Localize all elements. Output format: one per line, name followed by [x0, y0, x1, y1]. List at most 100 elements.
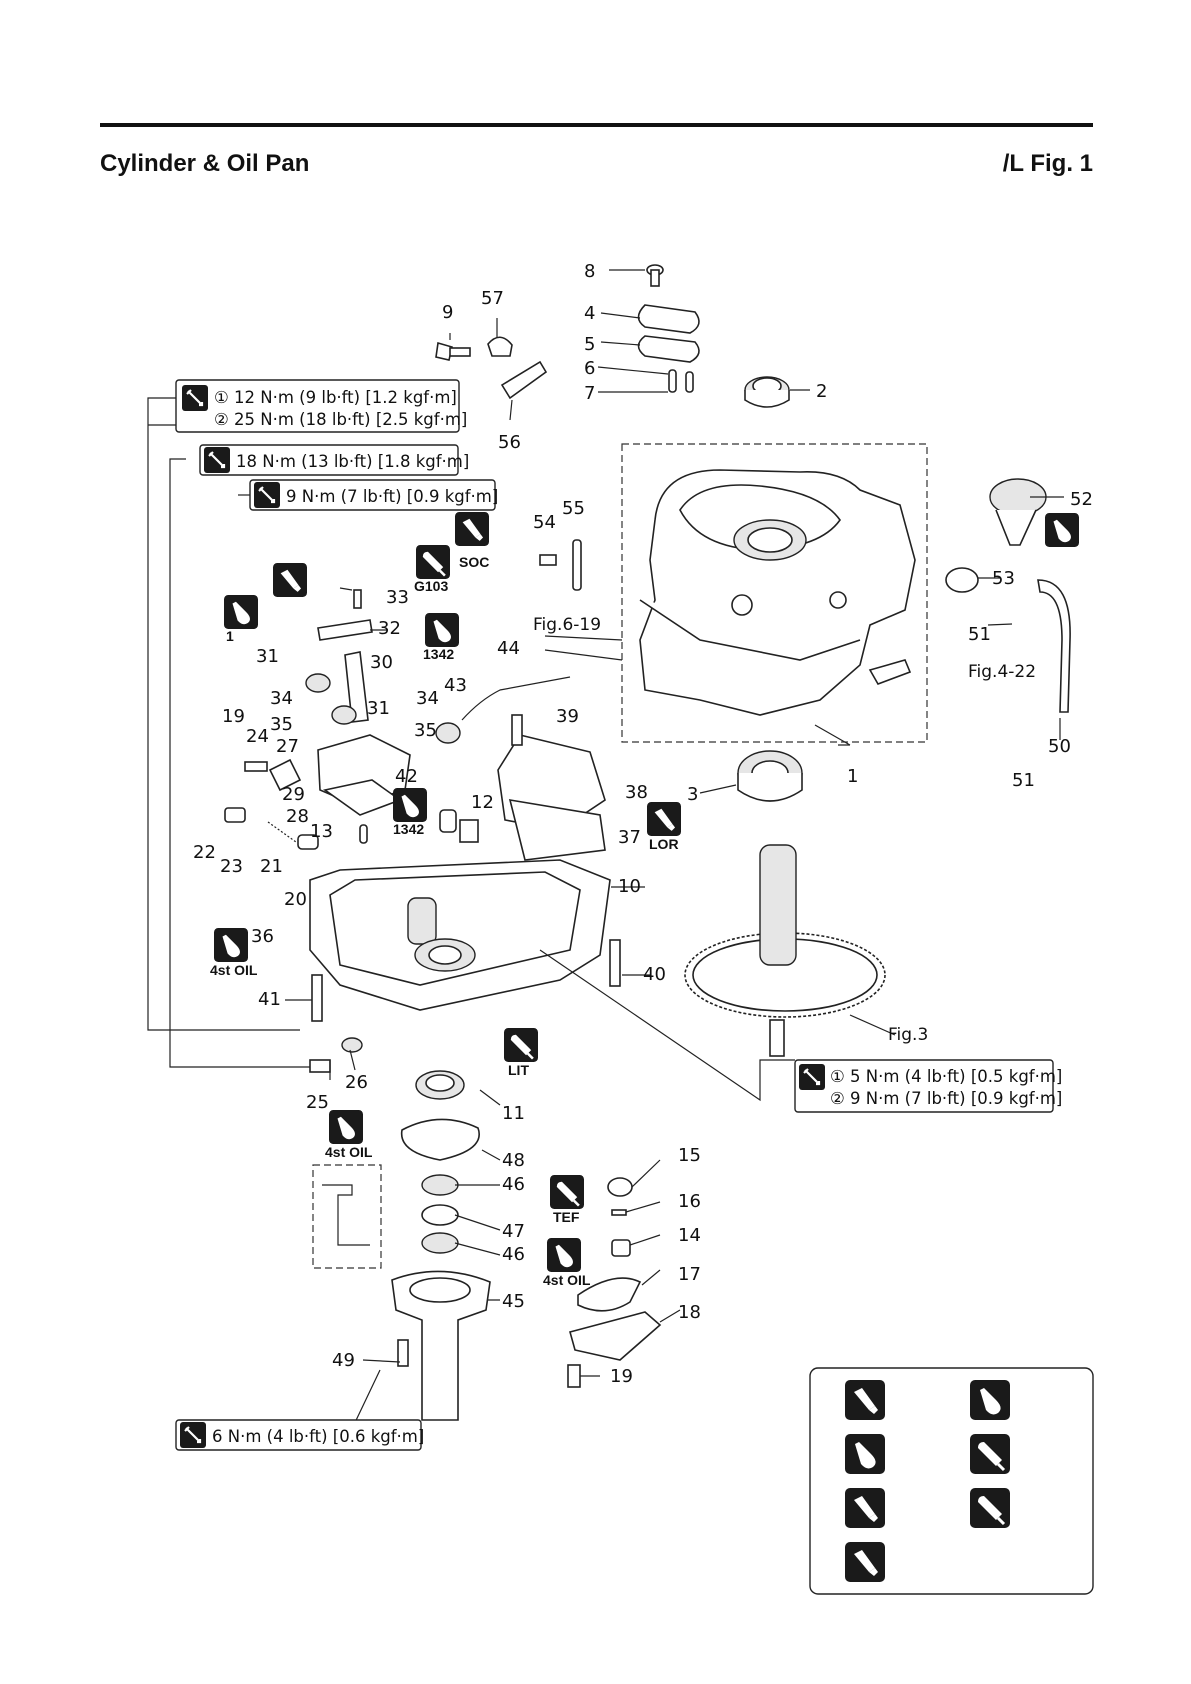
lubricant-lit: LIT: [502, 1026, 540, 1078]
svg-text:TEF: TEF: [553, 1209, 580, 1225]
bolt-41: [311, 974, 323, 1022]
bolt-25: [309, 1059, 331, 1073]
part-number: 45: [502, 1291, 525, 1312]
torque-spec-4b: ② 9 N·m (7 lb·ft) [0.9 kgf·m]: [830, 1089, 1062, 1108]
tube-icon: [845, 1380, 885, 1420]
part-number: 7: [584, 383, 595, 404]
part-number: 5: [584, 334, 595, 355]
part-number: 49: [332, 1350, 355, 1371]
bearing-3: [737, 750, 803, 802]
part-number: 23: [220, 856, 243, 877]
hose-50: [1037, 579, 1071, 713]
dipstick-cap-52: [989, 478, 1047, 546]
part-number: 30: [370, 652, 393, 673]
part-number: 47: [502, 1221, 525, 1242]
part-number: 35: [270, 714, 293, 735]
lubricant-tef: TEF: [548, 1173, 586, 1225]
part-number: 53: [992, 568, 1015, 589]
clamp-57: [487, 336, 513, 357]
pin-16: [611, 1209, 627, 1216]
bracket-32: [317, 619, 373, 641]
detail-frame: [312, 1164, 382, 1269]
part-number: 44: [497, 638, 520, 659]
clip-24: [268, 758, 302, 792]
lubricant-1342-a: 1342: [423, 613, 459, 662]
part-number: 54: [533, 512, 556, 533]
torque-spec-1b: ② 25 N·m (18 lb·ft) [2.5 kgf·m]: [214, 410, 467, 429]
svg-text:1342: 1342: [423, 646, 454, 662]
wire-44: [461, 676, 571, 721]
torque-box-1: ① 12 N·m (9 lb·ft) [1.2 kgf·m] ② 25 N·m …: [175, 379, 467, 433]
dowel-6b: [685, 371, 694, 393]
ref-fig-4-22: Fig.4-22: [968, 662, 1036, 682]
plug-20: [297, 834, 319, 850]
svg-text:1342: 1342: [393, 821, 424, 837]
part-number: 13: [310, 821, 333, 842]
bolt-40: [609, 939, 621, 987]
part-number: 57: [481, 288, 504, 309]
screw-33: [353, 589, 362, 609]
cylinder-block: [639, 469, 916, 716]
part-number: 11: [502, 1103, 525, 1124]
valve-22: [224, 807, 246, 823]
part-number: 28: [286, 806, 309, 827]
torque-spec-2: 18 N·m (13 lb·ft) [1.8 kgf·m]: [236, 452, 469, 471]
svg-text:SOC: SOC: [459, 554, 489, 570]
oil-bottle-icon: [970, 1380, 1010, 1420]
part-number: 42: [395, 766, 418, 787]
part-number: 35: [414, 720, 437, 741]
part-number: 2: [816, 381, 827, 402]
part-number: 43: [444, 675, 467, 696]
pump-housing-45: [391, 1270, 491, 1421]
lubricant-g103: G103: [414, 543, 452, 594]
cylinder-assembly-frame: [621, 443, 928, 743]
part-number: 19: [222, 706, 245, 727]
grease-gun-icon: [968, 1486, 1012, 1530]
svg-text:LOR: LOR: [649, 836, 679, 852]
spring-21: [267, 821, 297, 843]
connector-12: [459, 819, 479, 843]
svg-text:4st OIL: 4st OIL: [543, 1272, 591, 1288]
dowel-6a: [668, 369, 677, 393]
part-number: 38: [625, 782, 648, 803]
part-number: 37: [618, 827, 641, 848]
lubricant-oil-b: 4st OIL: [325, 1110, 373, 1160]
lubricant-tube: [273, 563, 307, 597]
part-number: 17: [678, 1264, 701, 1285]
seal-47: [421, 1204, 459, 1226]
part-number: 33: [386, 587, 409, 608]
ref-fig-6-19: Fig.6-19: [533, 615, 601, 635]
part-number: 20: [284, 889, 307, 910]
part-number: 46: [502, 1174, 525, 1195]
torque-spec-3: 9 N·m (7 lb·ft) [0.9 kgf·m]: [286, 487, 498, 506]
o-ring-53: [945, 567, 979, 593]
o-ring-48: [400, 1118, 480, 1161]
lubricant-oil-a: 4st OIL: [210, 928, 258, 978]
part-number: 26: [345, 1072, 368, 1093]
o-ring-17: [577, 1277, 642, 1312]
leader-lines: [147, 269, 1064, 1434]
washer-26: [341, 1037, 363, 1053]
part-number: 29: [282, 784, 305, 805]
plate-4: [637, 304, 700, 334]
part-number: 3: [687, 784, 698, 805]
torque-box-4: ① 5 N·m (4 lb·ft) [0.5 kgf·m] ② 9 N·m (7…: [794, 1059, 1062, 1113]
torque-box-3: 9 N·m (7 lb·ft) [0.9 kgf·m]: [249, 479, 498, 511]
rotor-14: [611, 1239, 631, 1257]
lubricant-lor: LOR: [647, 802, 681, 852]
breather-tube-30: [344, 651, 369, 723]
tube-icon: [845, 1488, 885, 1528]
part-number: 55: [562, 498, 585, 519]
cover-18: [569, 1311, 662, 1361]
torque-spec-4a: ① 5 N·m (4 lb·ft) [0.5 kgf·m]: [830, 1067, 1062, 1086]
part-number: 21: [260, 856, 283, 877]
part-number: 19: [610, 1366, 633, 1387]
part-number: 52: [1070, 489, 1093, 510]
gasket-37: [508, 799, 606, 861]
part-number: 6: [584, 358, 595, 379]
svg-text:4st OIL: 4st OIL: [325, 1144, 373, 1160]
rotor-15: [607, 1177, 633, 1197]
part-number: 4: [584, 303, 595, 324]
part-number: 22: [193, 842, 216, 863]
svg-text:4st OIL: 4st OIL: [210, 962, 258, 978]
